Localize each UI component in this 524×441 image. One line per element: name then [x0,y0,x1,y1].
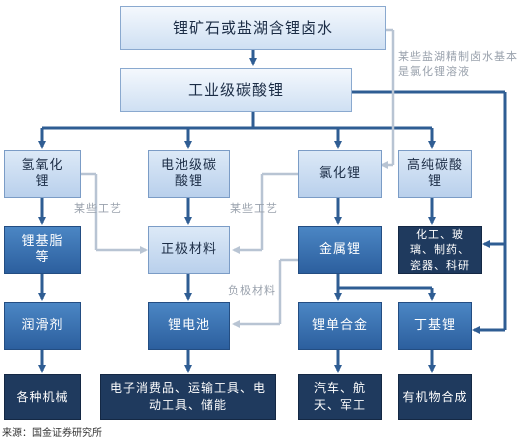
node-metal-li-label: 金属锂 [318,241,361,257]
gray-arrow-licl-to-cathode [232,172,298,254]
note-process-left-text: 某些工艺 [74,202,122,215]
node-grease-label: 锂基脂等 [21,233,64,265]
node-battery-carbonate-label: 电池级碳酸锂 [160,157,217,189]
gray-arrow-lioh-to-cathode [81,172,148,254]
note-process-mid-text: 某些工艺 [230,202,278,215]
node-source-label: 锂矿石或盐湖含锂卤水 [172,18,333,37]
node-chem-glass-label: 化工、玻璃、制药、瓷器、科研 [410,227,470,272]
arrow-industrial-to-chem [352,90,507,248]
node-cathode-label: 正极材料 [160,241,217,257]
arrow-metal-to-butyl [472,244,507,334]
note-process-mid: 某些工艺 [230,200,278,216]
node-organic: 有机物合成 [398,374,472,420]
node-source: 锂矿石或盐湖含锂卤水 [120,6,386,50]
node-lioh: 氢氧化锂 [4,150,81,198]
note-salt-lake: 某些盐湖精制卤水基本是氯化锂溶液 [398,50,524,80]
node-electronics-label: 电子消费品、运输工具、电动工具、储能 [109,381,266,412]
node-lubricant: 润滑剂 [4,302,81,350]
node-industrial: 工业级碳酸锂 [120,68,352,112]
node-organic-label: 有机物合成 [402,389,468,404]
note-anode-text: 负极材料 [228,284,276,297]
node-grease: 锂基脂等 [4,226,81,274]
node-chem-glass: 化工、玻璃、制药、瓷器、科研 [398,226,482,274]
node-battery-carbonate: 电池级碳酸锂 [148,150,230,198]
node-li-battery-label: 锂电池 [167,317,210,333]
node-cathode: 正极材料 [148,226,230,274]
node-machinery-label: 各种机械 [16,389,69,404]
node-licl: 氯化锂 [298,150,382,198]
node-li-battery: 锂电池 [148,302,230,350]
node-high-purity-label: 高纯碳酸锂 [406,157,463,189]
node-butyl-li-label: 丁基锂 [413,317,456,333]
arrow-metal-branches [334,274,436,301]
node-butyl-li: 丁基锂 [398,302,472,350]
node-licl-label: 氯化锂 [318,165,361,181]
gray-arrow-salt-lake [380,28,395,169]
source-caption: 来源：国金证券研究所 [2,428,102,439]
node-auto-aero-label: 汽车、航天、军工 [313,381,366,412]
node-lubricant-label: 润滑剂 [21,317,64,333]
node-electronics: 电子消费品、运输工具、电动工具、储能 [100,374,276,420]
node-lioh-label: 氢氧化锂 [21,157,64,189]
note-anode: 负极材料 [228,282,276,298]
node-metal-li: 金属锂 [298,226,382,274]
node-auto-aero: 汽车、航天、军工 [298,374,382,420]
node-industrial-label: 工业级碳酸锂 [187,80,284,99]
node-high-purity: 高纯碳酸锂 [398,150,472,198]
node-li-alloy-label: 锂单合金 [311,317,368,333]
node-li-alloy: 锂单合金 [298,302,382,350]
note-salt-lake-text: 某些盐湖精制卤水基本是氯化锂溶液 [398,50,518,78]
note-process-left: 某些工艺 [74,200,122,216]
arrow-industrial-branches [38,112,436,149]
gray-arrow-metal-to-battery [232,258,298,328]
node-machinery: 各种机械 [4,374,81,420]
